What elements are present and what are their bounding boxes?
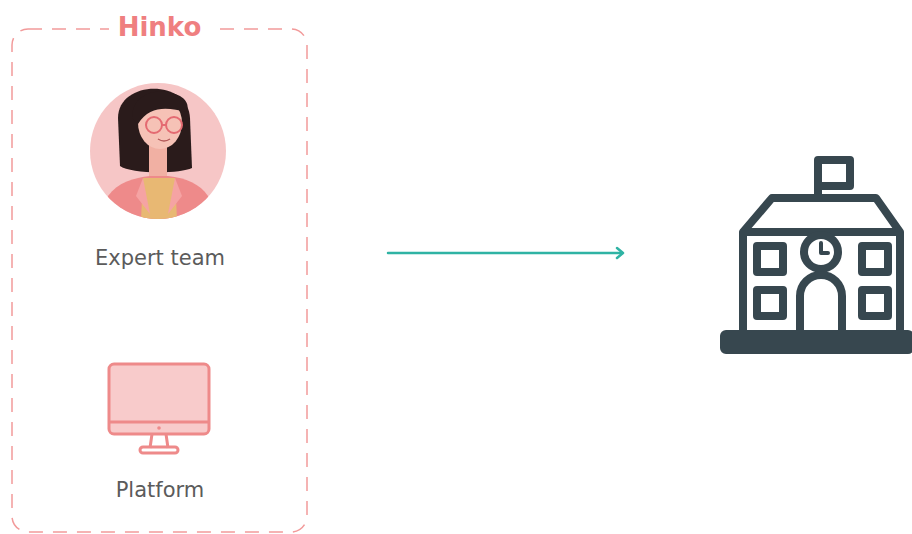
item-label: Platform <box>40 477 280 503</box>
expert-avatar <box>90 83 228 240</box>
group-box: HinkoExpert teamPlatform <box>12 28 307 533</box>
group-outline <box>12 29 307 532</box>
monitor-icon <box>109 364 209 453</box>
school-icon <box>724 160 910 350</box>
group-heading-row: Hinko <box>12 11 307 43</box>
group-heading: Hinko <box>109 12 211 42</box>
item-node: Expert team <box>40 78 280 271</box>
item-node: Platform <box>40 355 280 503</box>
flow-arrow <box>388 248 623 258</box>
item-label: Expert team <box>40 245 280 271</box>
